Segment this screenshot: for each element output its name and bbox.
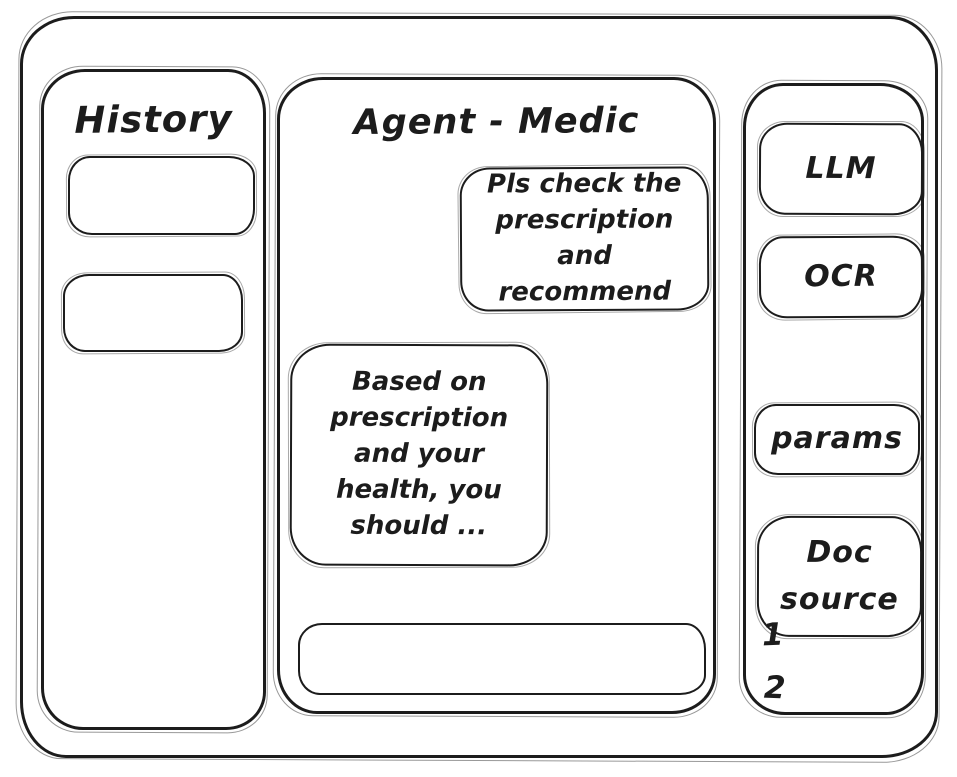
history-item[interactable] — [63, 274, 243, 352]
chat-message-agent-text: Based on prescription and your health, y… — [330, 367, 509, 542]
tools-sidebar: LLM OCR params Doc source 1 2 — [743, 83, 924, 715]
chat-input[interactable] — [298, 623, 706, 695]
params-button[interactable]: params — [754, 404, 920, 475]
chat-message-user: Pls check the prescription and recommend — [459, 166, 710, 312]
ocr-button[interactable]: OCR — [758, 235, 924, 319]
llm-button[interactable]: LLM — [758, 122, 924, 216]
chat-message-user-text: Pls check the prescription and recommend — [486, 168, 682, 308]
chat-title: Agent - Medic — [353, 101, 640, 143]
chat-message-agent: Based on prescription and your health, y… — [289, 343, 549, 567]
app-window: History Agent - Medic Pls check the pres… — [20, 16, 938, 758]
history-title: History — [74, 97, 233, 142]
chat-panel: Agent - Medic Pls check the prescription… — [277, 77, 716, 714]
history-sidebar: History — [41, 69, 266, 730]
history-item[interactable] — [68, 156, 255, 235]
doc-source-item-1: 1 — [761, 616, 785, 654]
doc-source-item-2: 2 — [763, 669, 787, 707]
